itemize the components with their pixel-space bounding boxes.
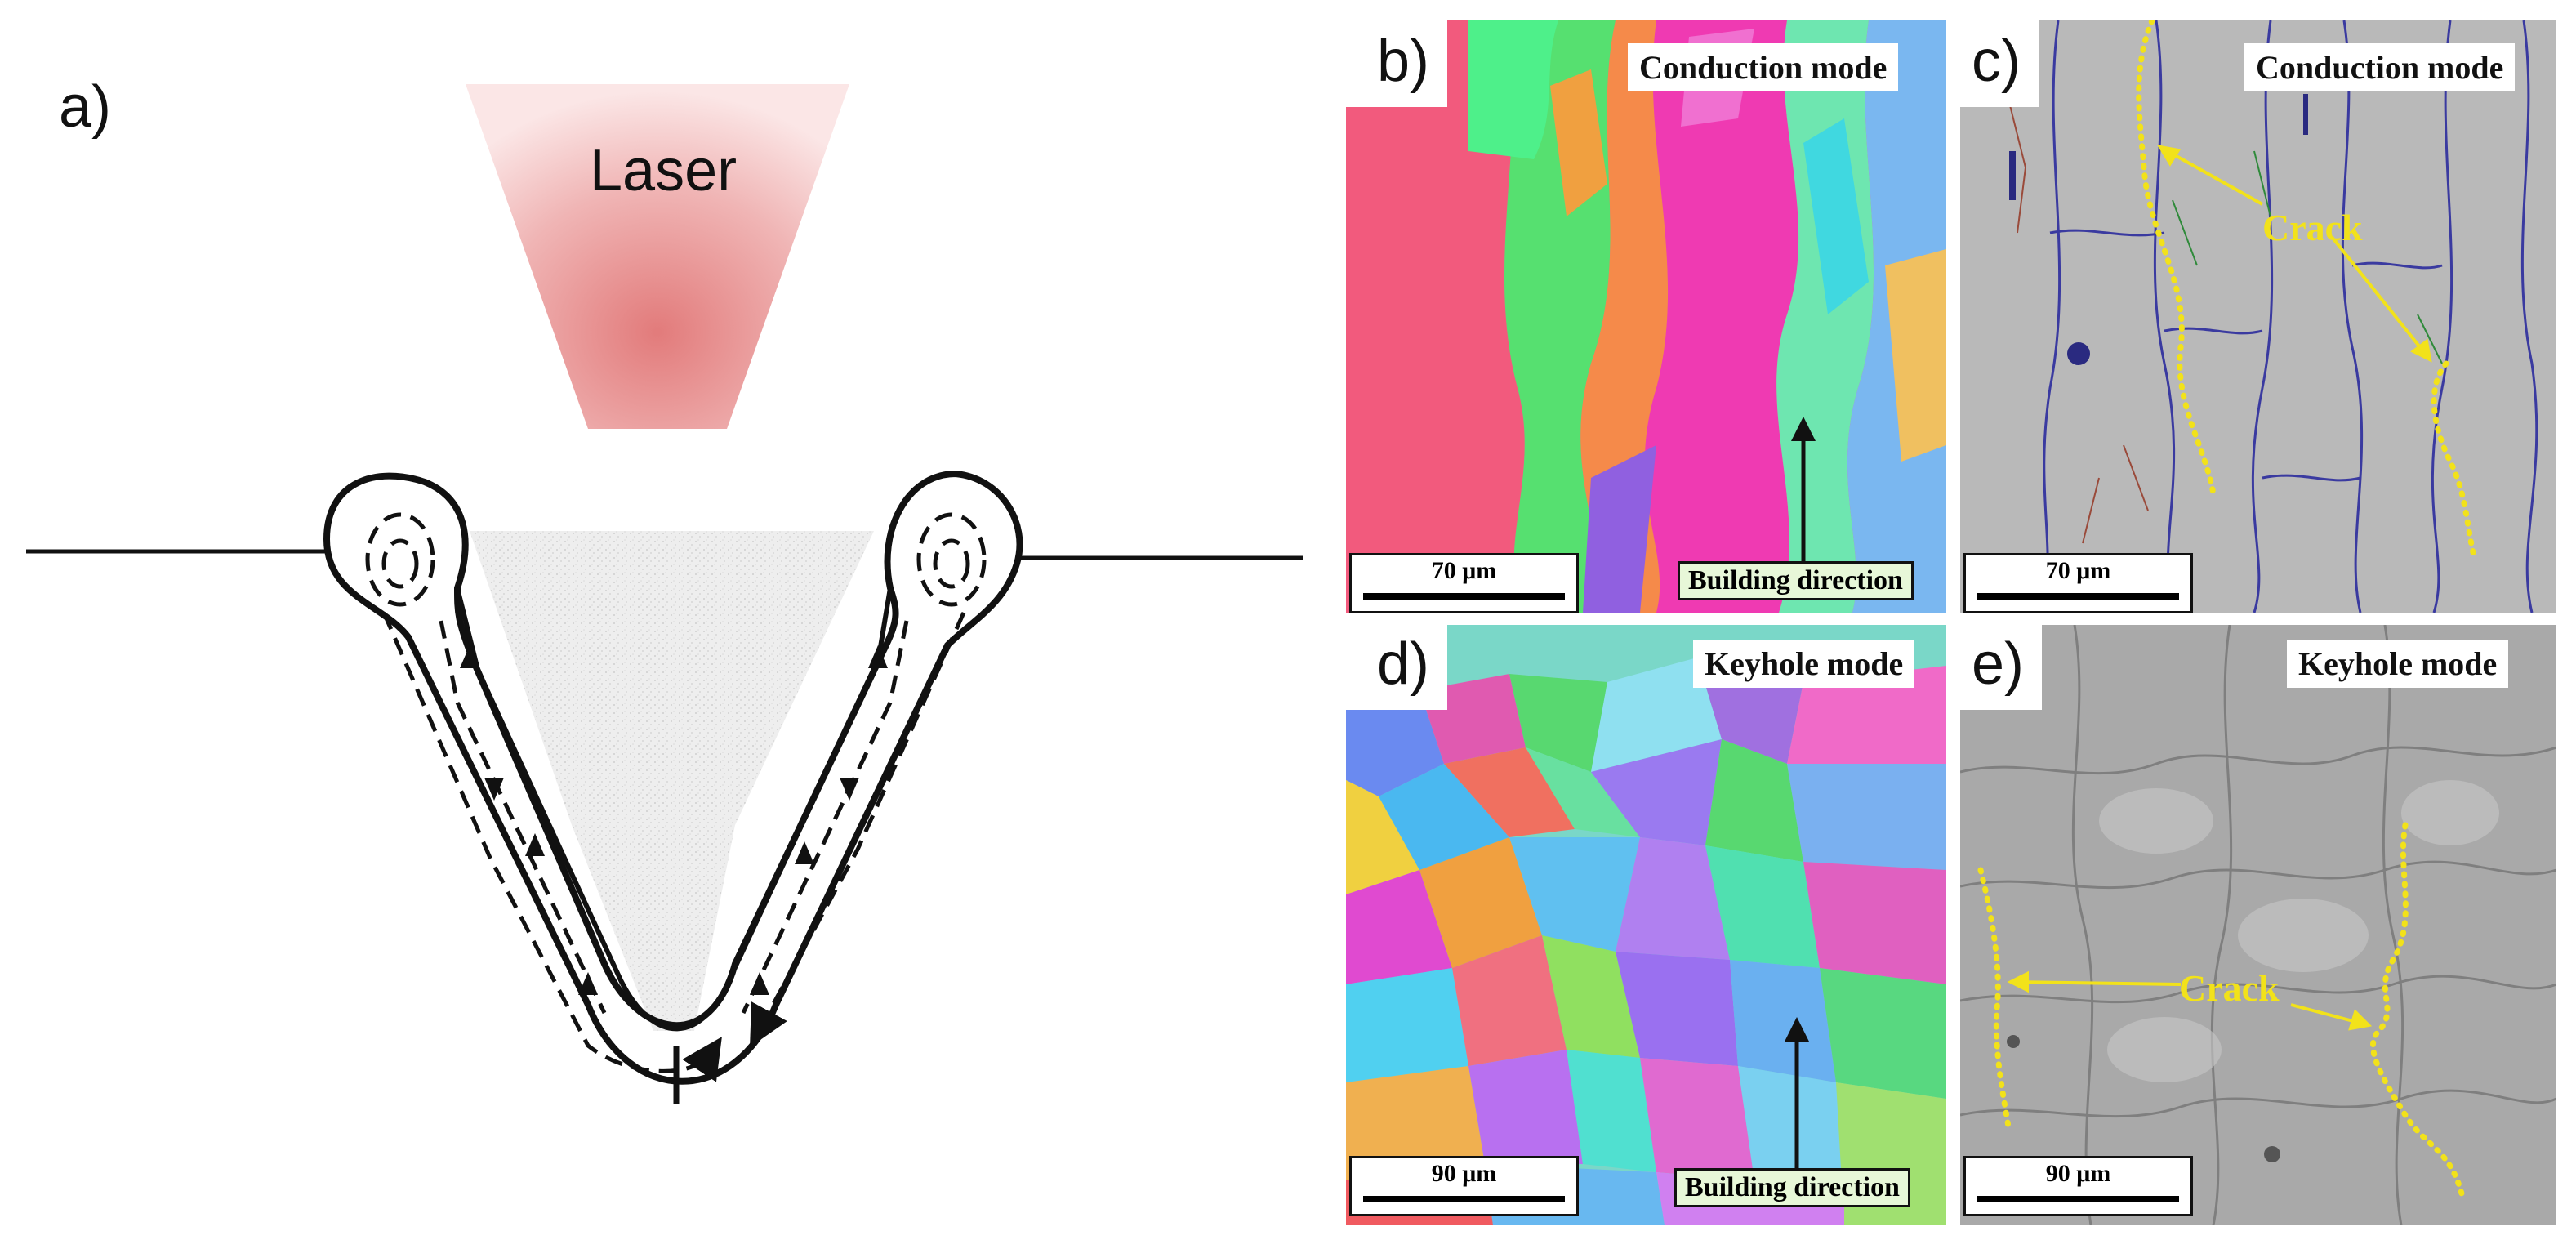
panel-c-letter: c) xyxy=(1960,20,2039,107)
panel-b: b) Conduction mode 70 μm Building direct… xyxy=(1346,20,1946,613)
panel-c-crack-label: Crack xyxy=(2262,207,2363,248)
panel-c-mode-label: Conduction mode xyxy=(2244,43,2516,91)
scalebar-line xyxy=(1363,1196,1565,1202)
scalebar-label: 70 μm xyxy=(2045,557,2111,584)
panel-d-mode-label: Keyhole mode xyxy=(1693,640,1915,688)
crack-line-2 xyxy=(2431,360,2478,563)
panel-b-scalebar: 70 μm xyxy=(1349,553,1579,613)
panel-e-crack-label: Crack xyxy=(2179,967,2280,1009)
panel-e-letter: e) xyxy=(1960,625,2043,710)
scalebar-label: 90 μm xyxy=(2045,1160,2111,1187)
sem-image-keyhole xyxy=(1960,625,2556,1225)
ebsd-map-conduction xyxy=(1346,20,1946,613)
building-direction-label: Building direction xyxy=(1674,1168,1910,1207)
melt-pool-inner-boundary xyxy=(455,587,893,1032)
scalebar-line xyxy=(1977,593,2179,600)
scalebar-label: 90 μm xyxy=(1431,1160,1497,1187)
panel-e-mode-label: Keyhole mode xyxy=(2287,640,2509,688)
convection-flow-right xyxy=(741,512,987,1047)
laser-beam xyxy=(466,84,849,429)
scalebar-line xyxy=(1363,593,1565,600)
building-direction-label: Building direction xyxy=(1678,561,1914,600)
panel-d: d) Keyhole mode 90 μm Building direction xyxy=(1346,625,1946,1225)
melt-pool-fill xyxy=(470,531,874,1031)
building-direction-arrow xyxy=(1785,1017,1809,1176)
convection-flow-left xyxy=(365,512,722,1082)
building-direction-arrow xyxy=(1791,417,1816,576)
flow-arrows xyxy=(460,645,888,995)
panel-d-scalebar: 90 μm xyxy=(1349,1156,1579,1216)
panel-d-letter: d) xyxy=(1346,625,1448,710)
panel-a: a) xyxy=(26,74,1303,1104)
sem-image-conduction xyxy=(1960,20,2556,613)
panel-e: e) Keyhole mode Crack 90 μm xyxy=(1960,625,2556,1225)
panel-b-letter: b) xyxy=(1346,20,1448,107)
scalebar-label: 70 μm xyxy=(1431,557,1497,584)
panel-b-mode-label: Conduction mode xyxy=(1628,43,1899,91)
laser-melt-pool-schematic xyxy=(26,84,1303,1104)
panel-c-scalebar: 70 μm xyxy=(1963,553,2193,613)
crack-line-1 xyxy=(1977,867,2012,1135)
crack-line-2 xyxy=(2370,822,2466,1200)
panel-e-scalebar: 90 μm xyxy=(1963,1156,2193,1216)
panel-a-letter: a) xyxy=(59,74,112,140)
ebsd-map-keyhole xyxy=(1346,625,1946,1225)
panel-c: c) Conduction mode Crack 70 μm xyxy=(1960,20,2556,613)
crack-line-1 xyxy=(2136,20,2217,497)
scalebar-line xyxy=(1977,1196,2179,1202)
laser-label: Laser xyxy=(590,138,738,203)
